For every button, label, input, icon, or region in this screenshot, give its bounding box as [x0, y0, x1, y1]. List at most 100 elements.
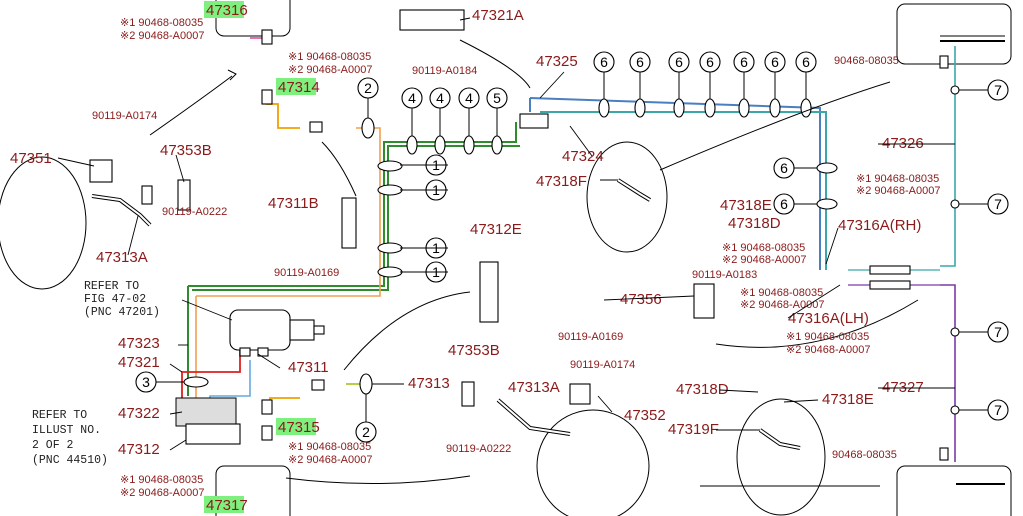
label-47318E-top: 47318E	[720, 197, 772, 214]
svg-text:※1 90468-08035: ※1 90468-08035	[120, 474, 203, 486]
svg-text:6: 6	[706, 54, 714, 70]
svg-text:6: 6	[740, 54, 748, 70]
label-47353B-top: 47353B	[160, 142, 212, 159]
svg-text:90119-A0169: 90119-A0169	[274, 267, 339, 279]
label-47356: 47356	[620, 291, 662, 308]
svg-text:4: 4	[465, 90, 473, 106]
front-right-hose	[616, 178, 652, 202]
wheel-rear-left	[536, 409, 650, 516]
svg-text:※2 90468-A0007: ※2 90468-A0007	[786, 344, 870, 356]
svg-text:90119-A0174: 90119-A0174	[92, 110, 157, 122]
svg-text:3: 3	[142, 374, 150, 390]
svg-text:90468-08035: 90468-08035	[832, 449, 897, 461]
abs-actuator	[175, 397, 241, 445]
label-47316A-RH: 47316A(RH)	[838, 217, 921, 234]
svg-text:90119-A0222: 90119-A0222	[162, 206, 227, 218]
label-47318E-bottom: 47318E	[822, 391, 874, 408]
wheel-rear-right	[736, 398, 826, 516]
bracket-47312E	[479, 261, 499, 323]
svg-text:※1 90468-08035: ※1 90468-08035	[288, 51, 371, 63]
label-47319F: 47319F	[668, 421, 719, 438]
label-47312E: 47312E	[470, 221, 522, 238]
svg-text:7: 7	[994, 402, 1002, 418]
svg-text:※1 90468-08035: ※1 90468-08035	[786, 331, 869, 343]
label-47311: 47311	[288, 359, 329, 376]
label-47351: 47351	[10, 150, 52, 167]
arrows	[149, 39, 919, 487]
label-47311B: 47311B	[268, 195, 319, 212]
label-47317: 47317	[206, 497, 248, 514]
svg-text:(PNC 44510): (PNC 44510)	[32, 454, 108, 467]
connectors	[261, 29, 949, 461]
line-teal	[940, 46, 956, 267]
svg-text:2: 2	[364, 80, 372, 96]
line-green	[187, 122, 517, 396]
svg-text:7: 7	[994, 82, 1002, 98]
line-blue	[529, 97, 821, 270]
svg-text:※1 90468-08035: ※1 90468-08035	[740, 287, 823, 299]
svg-text:※1 90468-08035: ※1 90468-08035	[288, 441, 371, 453]
svg-text:4: 4	[436, 90, 444, 106]
box-top-right	[896, 3, 1012, 65]
wheel-front-left	[0, 156, 87, 290]
svg-text:2: 2	[362, 424, 370, 440]
svg-text:2 OF 2: 2 OF 2	[32, 439, 74, 452]
svg-text:7: 7	[994, 196, 1002, 212]
label-47326: 47326	[882, 135, 924, 152]
rear-right-hose	[693, 283, 801, 450]
line-red	[181, 350, 241, 398]
rear-left-hose	[461, 381, 591, 436]
svg-text:6: 6	[780, 160, 788, 176]
label-47324: 47324	[562, 148, 604, 165]
wheel-front-right	[586, 141, 668, 253]
label-47313A-bottom: 47313A	[508, 379, 560, 396]
label-47327: 47327	[882, 379, 924, 396]
svg-text:REFER TO: REFER TO	[84, 280, 139, 293]
svg-text:FIG 47-02: FIG 47-02	[84, 293, 146, 306]
svg-text:※1 90468-08035: ※1 90468-08035	[856, 173, 939, 185]
label-47321A: 47321A	[472, 7, 524, 24]
bracket-47321A	[399, 9, 465, 31]
svg-text:6: 6	[600, 54, 608, 70]
svg-text:※2 90468-A0007: ※2 90468-A0007	[288, 454, 372, 466]
svg-text:6: 6	[675, 54, 683, 70]
label-47352: 47352	[624, 407, 666, 424]
svg-text:※2 90468-A0007: ※2 90468-A0007	[722, 254, 806, 266]
svg-text:90119-A0174: 90119-A0174	[570, 359, 635, 371]
svg-text:4: 4	[408, 90, 416, 106]
master-cylinder	[229, 309, 325, 357]
svg-text:※2 90468-A0007: ※2 90468-A0007	[288, 64, 372, 76]
svg-text:REFER TO: REFER TO	[32, 409, 87, 422]
label-47318F: 47318F	[536, 173, 587, 190]
label-47312: 47312	[118, 441, 160, 458]
label-47322: 47322	[118, 405, 160, 422]
label-47323: 47323	[118, 335, 160, 352]
svg-text:※1 90468-08035: ※1 90468-08035	[722, 242, 805, 254]
svg-text:6: 6	[771, 54, 779, 70]
svg-text:90119-A0169: 90119-A0169	[558, 331, 623, 343]
svg-text:6: 6	[802, 54, 810, 70]
front-left-hose	[89, 159, 191, 227]
svg-text:7: 7	[994, 324, 1002, 340]
valve-47311B	[341, 197, 357, 249]
label-47325: 47325	[536, 53, 578, 70]
svg-text:5: 5	[493, 90, 501, 106]
label-47313A-top: 47313A	[96, 249, 148, 266]
label-47316: 47316	[206, 2, 248, 19]
label-47318D-top: 47318D	[728, 215, 781, 232]
label-47314: 47314	[278, 79, 320, 96]
clips	[183, 85, 960, 415]
svg-text:90119-A0184: 90119-A0184	[412, 65, 477, 77]
svg-text:(PNC 47201): (PNC 47201)	[84, 306, 160, 319]
svg-text:※2 90468-A0007: ※2 90468-A0007	[120, 30, 204, 42]
svg-text:※1 90468-08035: ※1 90468-08035	[120, 17, 203, 29]
svg-text:ILLUST NO.: ILLUST NO.	[32, 424, 101, 437]
label-47316A-LH: 47316A(LH)	[788, 310, 869, 327]
svg-text:※2 90468-A0007: ※2 90468-A0007	[856, 185, 940, 197]
svg-text:※2 90468-A0007: ※2 90468-A0007	[740, 299, 824, 311]
label-47353B-bottom: 47353B	[448, 342, 500, 359]
part-labels: 47316 47314 47315 47317 47321A 47325 473…	[10, 2, 940, 514]
svg-text:6: 6	[636, 54, 644, 70]
label-47313: 47313	[408, 375, 450, 392]
